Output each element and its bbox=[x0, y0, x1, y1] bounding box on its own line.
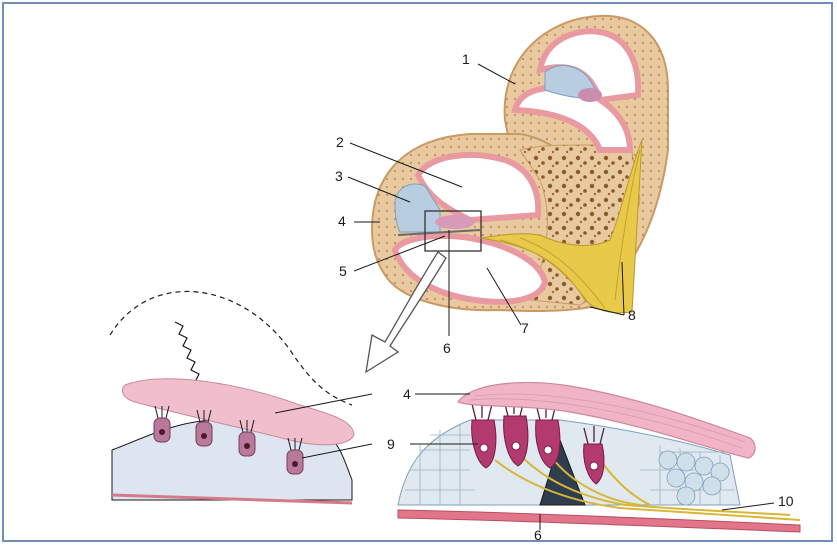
label-2: 2 bbox=[336, 134, 344, 150]
label-1: 1 bbox=[462, 51, 470, 67]
schematic-organ-of-corti bbox=[110, 291, 354, 503]
label-5: 5 bbox=[339, 263, 347, 279]
tectorial-membrane-small bbox=[435, 215, 475, 229]
hair-cell bbox=[287, 438, 303, 474]
detailed-organ-of-corti bbox=[398, 383, 800, 532]
cochlea-cross-section bbox=[372, 16, 668, 313]
detailed-basilar-membrane bbox=[398, 510, 800, 532]
label-7: 7 bbox=[521, 320, 529, 336]
label-3: 3 bbox=[335, 168, 343, 184]
hair-cell bbox=[239, 420, 255, 456]
label-8: 8 bbox=[628, 307, 636, 323]
label-4-detail: 4 bbox=[403, 386, 411, 402]
label-6-detail: 6 bbox=[534, 527, 542, 543]
label-10: 10 bbox=[778, 493, 794, 509]
label-6: 6 bbox=[443, 340, 451, 356]
label-9: 9 bbox=[387, 436, 395, 452]
hair-cell bbox=[196, 410, 212, 446]
label-4: 4 bbox=[338, 213, 346, 229]
hair-cell bbox=[154, 406, 170, 442]
upper-organ-of-corti bbox=[578, 88, 602, 102]
